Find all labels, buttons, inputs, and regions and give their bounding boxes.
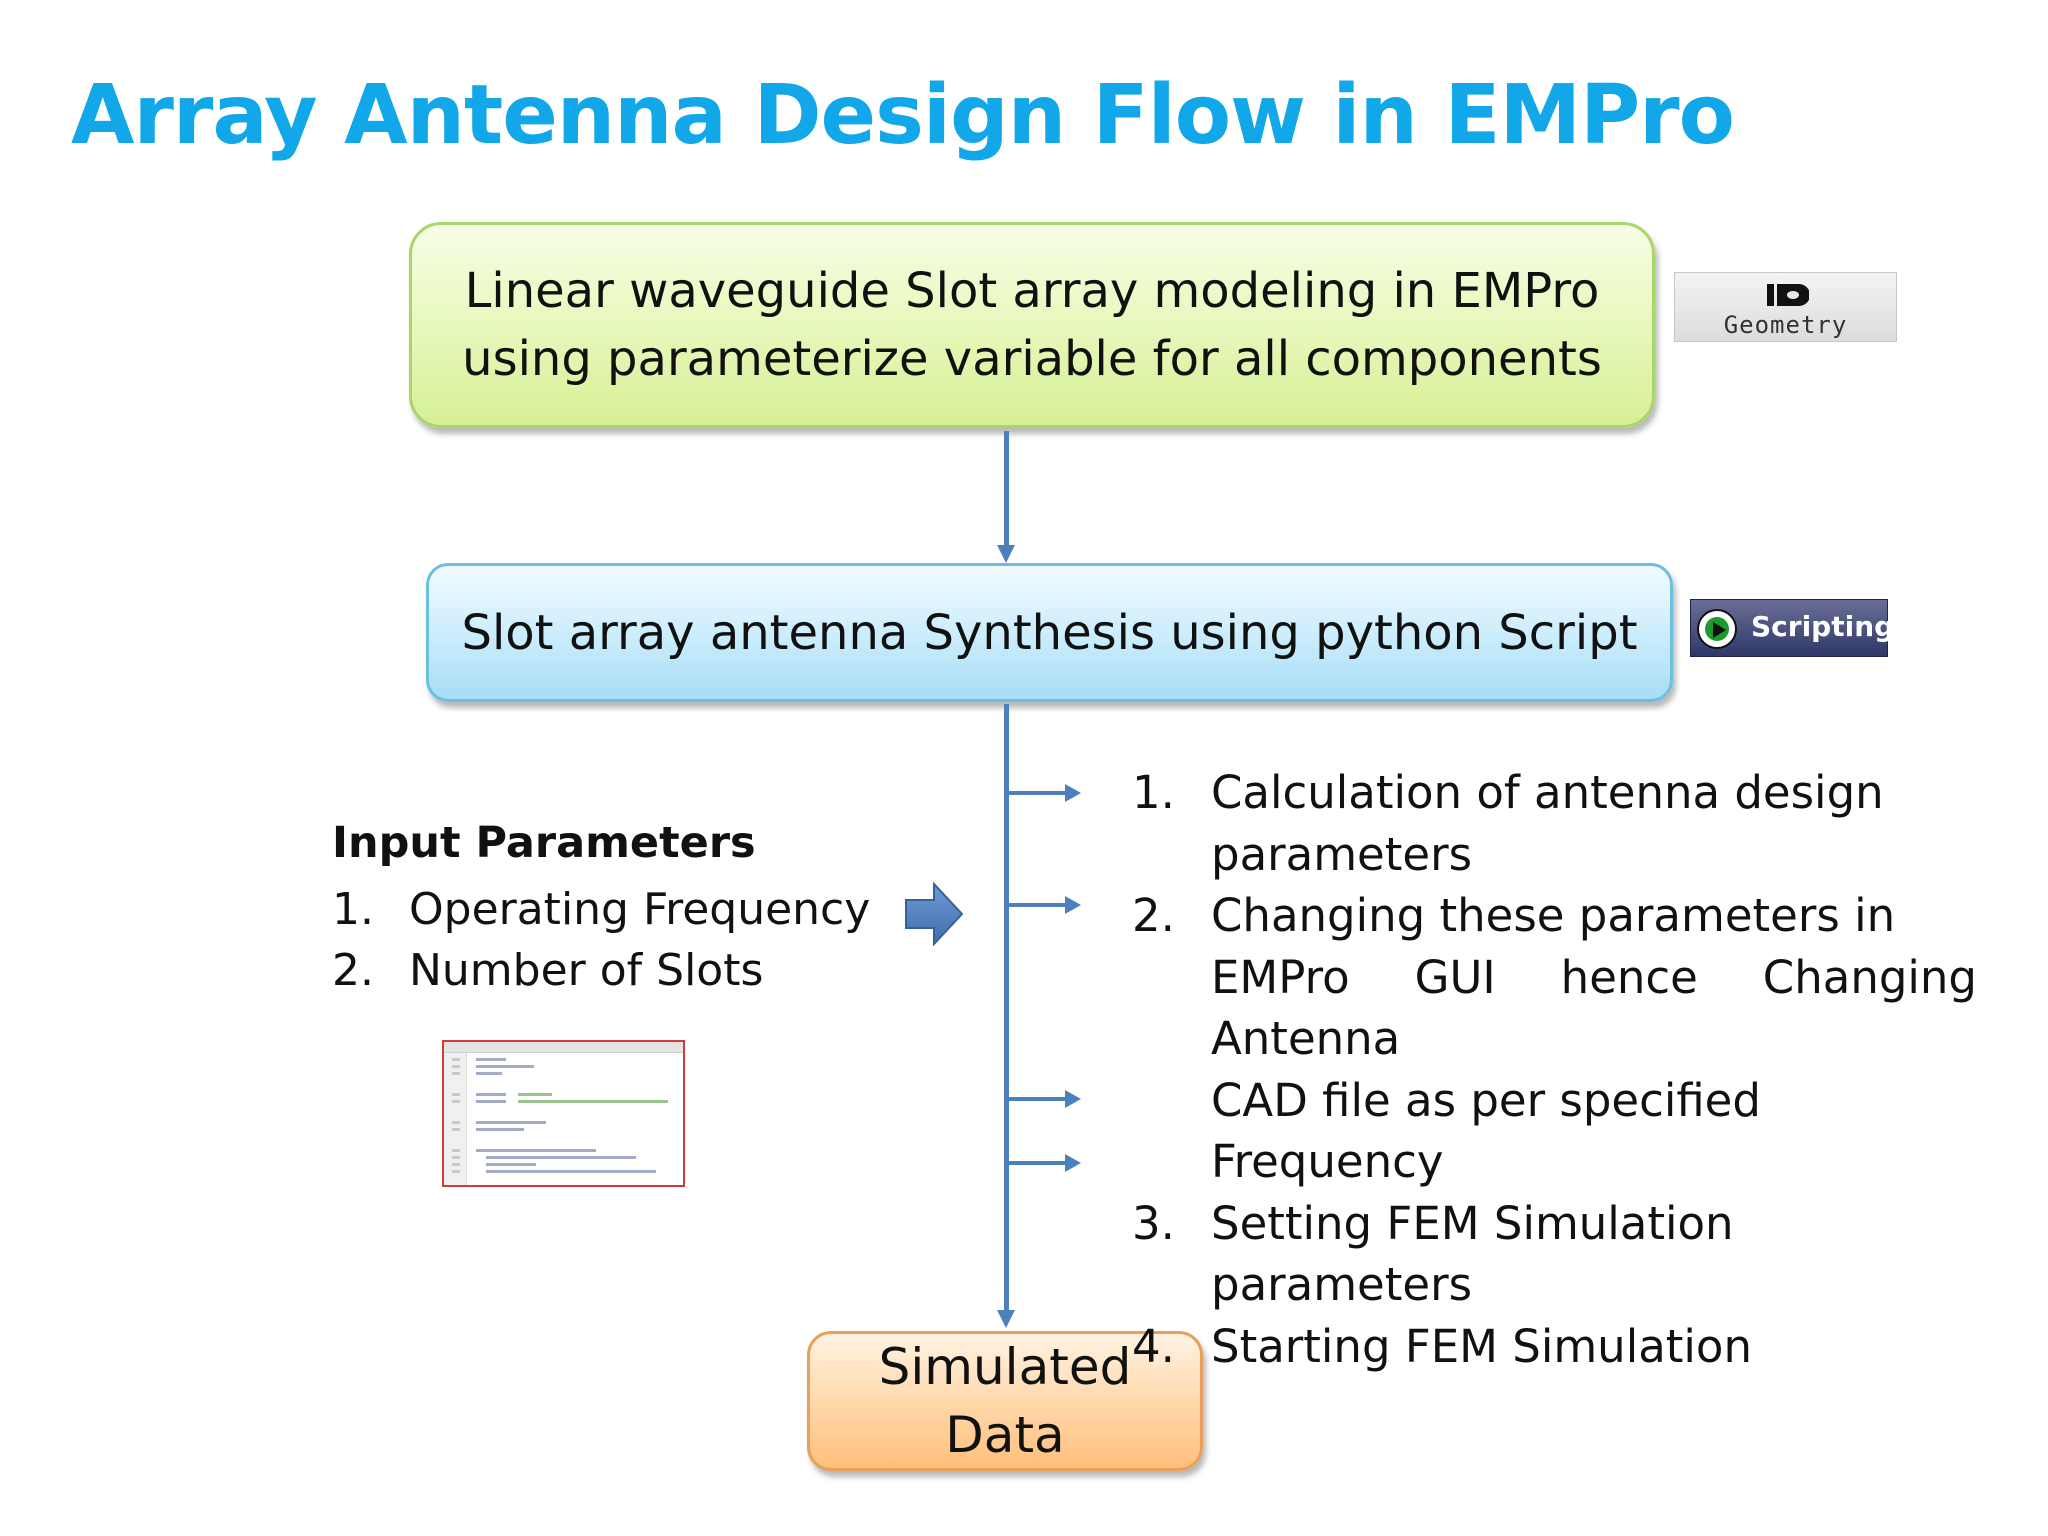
synthesis-step-label: Slot array antenna Synthesis using pytho… — [461, 604, 1638, 661]
connector-line-top — [1004, 431, 1009, 546]
python-script-thumbnail — [442, 1040, 685, 1187]
modeling-step-line-1: Linear waveguide Slot array modeling in … — [464, 263, 1600, 319]
modeling-step-line-2: using parameterize variable for all comp… — [462, 331, 1602, 387]
process-steps-list: 1. Calculation of antenna design paramet… — [1132, 762, 1977, 1377]
simulated-data-line-1: Simulated — [878, 1338, 1132, 1396]
process-step-text: parameters — [1211, 827, 1473, 881]
simulated-data-line-2: Data — [945, 1406, 1065, 1464]
simulated-data-box: Simulated Data — [807, 1331, 1203, 1471]
branch-arrow-step-1 — [1009, 784, 1081, 802]
script-editor-header — [444, 1042, 683, 1053]
process-step-number: 1. — [1132, 766, 1175, 819]
process-step-text: Changing these parameters in — [1211, 889, 1896, 942]
process-step-number: 3. — [1132, 1196, 1175, 1250]
process-step-item: 2. Changing these parameters in EMPro GU… — [1132, 885, 1977, 1193]
process-step-text: CAD file as per specified Frequency — [1211, 1073, 1761, 1189]
branch-arrow-step-3 — [1009, 1090, 1081, 1108]
connector-arrowhead-bottom — [997, 1310, 1015, 1328]
play-icon — [1697, 609, 1737, 649]
connector-arrowhead-top — [997, 545, 1015, 563]
process-step-text: Setting FEM Simulation parameters — [1211, 1196, 1734, 1312]
input-parameter-item: 2. Number of Slots — [332, 940, 870, 1001]
input-parameters-list: 1. Operating Frequency 2. Number of Slot… — [332, 879, 870, 1001]
process-step-number: 4. — [1132, 1319, 1175, 1373]
process-step-item: 3. Setting FEM Simulation parameters — [1132, 1193, 1977, 1316]
synthesis-step-box: Slot array antenna Synthesis using pytho… — [426, 563, 1673, 702]
geometry-button-label: Geometry — [1723, 311, 1848, 339]
script-code-lines-icon — [452, 1058, 668, 1173]
input-parameter-number: 1. — [332, 884, 374, 935]
scripting-button[interactable]: Scripting — [1690, 599, 1894, 657]
process-step-text: Starting FEM Simulation — [1211, 1319, 1752, 1373]
process-step-item: 1. Calculation of antenna design paramet… — [1132, 762, 1977, 885]
input-parameters-heading: Input Parameters — [332, 818, 756, 868]
input-parameter-item: 1. Operating Frequency — [332, 879, 870, 940]
process-step-number: 2. — [1132, 889, 1175, 942]
branch-arrow-step-4 — [1009, 1154, 1081, 1172]
process-step-text: Calculation of antenna design — [1211, 766, 1884, 819]
scripting-button-label: Scripting — [1751, 610, 1895, 643]
input-parameter-text: Number of Slots — [409, 945, 764, 996]
branch-arrow-step-2 — [1009, 896, 1081, 914]
script-editor-gutter — [444, 1053, 467, 1185]
process-step-text: EMPro GUI hence Changing Antenna — [1211, 950, 1977, 1066]
page-title: Array Antenna Design Flow in EMPro — [71, 68, 1735, 163]
modeling-step-box: Linear waveguide Slot array modeling in … — [409, 222, 1655, 428]
process-step-item: 4. Starting FEM Simulation — [1132, 1316, 1977, 1378]
geometry-button[interactable]: Geometry — [1674, 272, 1897, 342]
input-parameter-number: 2. — [332, 945, 374, 996]
connector-line-main — [1004, 704, 1009, 1311]
input-parameter-text: Operating Frequency — [409, 884, 871, 935]
geometry-icon — [1767, 284, 1809, 306]
block-arrow-icon — [905, 882, 964, 946]
